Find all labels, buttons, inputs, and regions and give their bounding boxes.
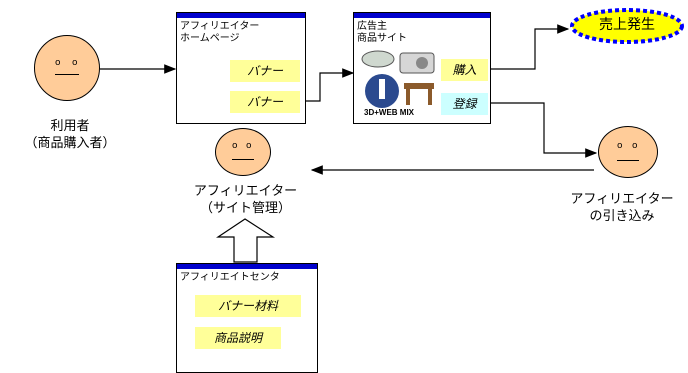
user-face-eye-left: o bbox=[55, 58, 61, 68]
title-bar bbox=[354, 13, 490, 18]
banner-button-1[interactable]: バナー bbox=[230, 60, 300, 82]
advertiser-title: 広告主 商品サイト bbox=[357, 21, 407, 44]
user-face-eye-right: o bbox=[72, 58, 78, 68]
register-button[interactable]: 登録 bbox=[441, 93, 488, 115]
title-bar bbox=[177, 264, 317, 269]
arrow-buy-to-sale bbox=[490, 24, 570, 70]
user-face: o o bbox=[34, 35, 100, 101]
buy-button[interactable]: 購入 bbox=[441, 59, 488, 81]
hollow-up-arrow bbox=[216, 218, 276, 263]
arrow-banner-to-advertiser bbox=[298, 68, 355, 102]
user-label: 利用者 （商品購入者） bbox=[24, 119, 116, 151]
product-image-caption: 3D+WEB MIX bbox=[364, 108, 415, 117]
recruit-face: o o bbox=[598, 126, 658, 178]
recruit-label: アフィリエイター の引き込み bbox=[570, 192, 674, 224]
recruit-face-eye-left: o bbox=[617, 141, 623, 151]
affiliate-homepage-title: アフィリエイター ホームページ bbox=[180, 21, 260, 44]
banner-button-2[interactable]: バナー bbox=[230, 91, 300, 113]
manager-face-eye-right: o bbox=[246, 141, 252, 151]
user-face-mouth bbox=[55, 74, 79, 75]
sale-label: 売上発生 bbox=[599, 17, 655, 33]
affiliate-homepage-window: アフィリエイター ホームページ バナー バナー bbox=[176, 12, 306, 124]
product-image: 3D+WEB MIX bbox=[361, 50, 435, 117]
title-bar bbox=[177, 13, 305, 18]
recruit-face-eye-right: o bbox=[632, 141, 638, 151]
product-description-item[interactable]: 商品説明 bbox=[195, 327, 281, 349]
affiliate-center-window: アフィリエイトセンタ バナー材料 商品説明 bbox=[176, 263, 318, 373]
manager-face-eye-left: o bbox=[232, 141, 238, 151]
banner-material-item[interactable]: バナー材料 bbox=[195, 295, 301, 317]
affiliate-center-title: アフィリエイトセンタ bbox=[180, 272, 280, 283]
sale-ellipse bbox=[570, 8, 684, 44]
recruit-face-mouth bbox=[617, 160, 639, 161]
affiliate-manager-label: アフィリエイター （サイト管理） bbox=[193, 184, 298, 216]
advertiser-window: 広告主 商品サイト 3D+WEB MIX 購入 登録 bbox=[353, 12, 491, 124]
manager-face-mouth bbox=[232, 159, 254, 160]
arrow-register-to-recruit bbox=[490, 102, 598, 158]
affiliate-manager-face: o o bbox=[215, 128, 271, 176]
